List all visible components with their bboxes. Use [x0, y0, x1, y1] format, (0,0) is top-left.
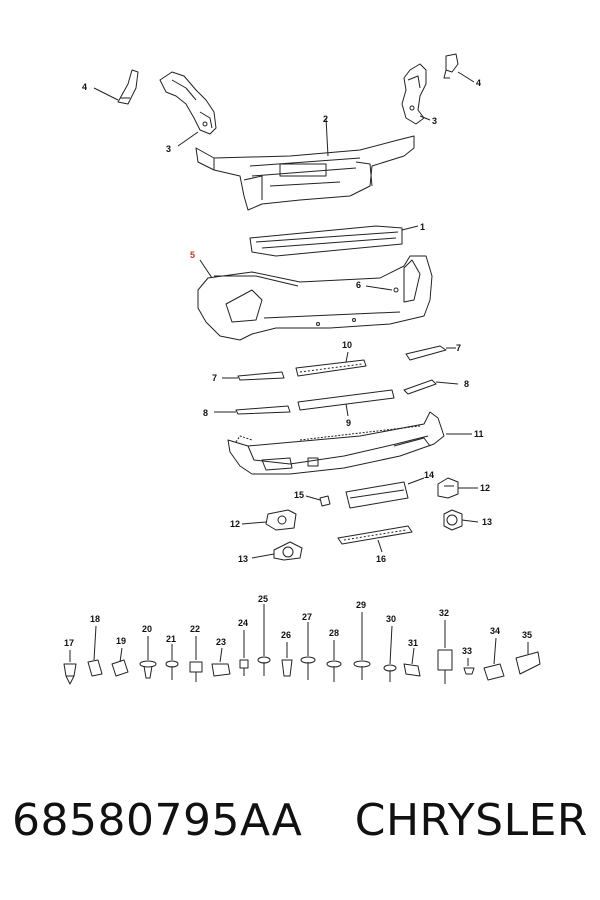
callout-8-right: 8	[464, 379, 469, 389]
callout-13-left: 13	[238, 554, 248, 564]
callout-11: 11	[474, 429, 484, 439]
footer-caption: 68580795AA CHRYSLER	[0, 795, 600, 865]
exploded-parts-diagram: 4 3 2 3 4 1 5 6 10 7 7 8 8 9 11 14 12 15…	[63, 53, 541, 685]
callout-6: 6	[356, 280, 361, 290]
part-11-lower-fascia	[227, 411, 472, 475]
callout-29: 29	[356, 600, 366, 610]
part-16-skid-strip	[337, 525, 413, 553]
callout-26: 26	[281, 630, 291, 640]
callout-3-left: 3	[166, 144, 171, 154]
callout-19: 19	[116, 636, 126, 646]
part-9-center-strip	[297, 389, 395, 417]
fastener-row	[63, 604, 541, 685]
part-2-reinforcement-beam	[195, 117, 415, 211]
callout-32: 32	[439, 608, 449, 618]
part-4-right-bracket	[443, 53, 475, 83]
callout-12-right: 12	[480, 483, 490, 493]
callout-22: 22	[190, 624, 200, 634]
callout-9: 9	[346, 418, 351, 428]
callout-12-left: 12	[230, 519, 240, 529]
part-number: 68580795AA	[12, 795, 303, 846]
callout-20: 20	[142, 624, 152, 634]
callout-14: 14	[424, 470, 434, 480]
callout-21: 21	[166, 634, 176, 644]
callout-15: 15	[294, 490, 304, 500]
part-1-absorber-bar	[249, 225, 419, 257]
part-14-panel	[345, 477, 425, 509]
part-12-right-bracket	[437, 477, 478, 499]
part-12-left-bracket	[241, 509, 297, 531]
callout-8-left: 8	[203, 408, 208, 418]
callout-34: 34	[490, 626, 500, 636]
part-13-left-sensor	[251, 541, 303, 561]
callout-16: 16	[376, 554, 386, 564]
callout-33: 33	[462, 646, 472, 656]
callout-35: 35	[522, 630, 532, 640]
callout-23: 23	[216, 637, 226, 647]
callout-5: 5	[190, 250, 195, 260]
part-7-left-trim	[222, 371, 285, 381]
part-3-left-bracket	[159, 71, 217, 147]
callout-2: 2	[323, 114, 328, 124]
callout-30: 30	[386, 614, 396, 624]
part-15-clip	[305, 495, 331, 507]
callout-4-right: 4	[476, 78, 481, 88]
callout-18: 18	[90, 614, 100, 624]
callout-4-left: 4	[82, 82, 87, 92]
part-5-upper-fascia	[197, 255, 433, 341]
callout-24: 24	[238, 618, 248, 628]
callout-25: 25	[258, 594, 268, 604]
callout-31: 31	[408, 638, 418, 648]
callout-7-left: 7	[212, 373, 217, 383]
brand-name: CHRYSLER	[354, 795, 588, 846]
callout-3-right: 3	[432, 116, 437, 126]
callout-1: 1	[420, 222, 425, 232]
part-4-left-bracket	[93, 69, 139, 105]
callout-7-right: 7	[456, 343, 461, 353]
callout-27: 27	[302, 612, 312, 622]
callout-17: 17	[64, 638, 74, 648]
callout-10: 10	[342, 340, 352, 350]
callout-13-right: 13	[482, 517, 492, 527]
part-3-right-bracket	[401, 63, 431, 125]
part-8-left-trim	[214, 405, 291, 415]
part-7-right-trim	[405, 345, 456, 361]
part-10-molding	[295, 351, 367, 377]
part-13-right-sensor	[443, 509, 479, 531]
part-8-right-trim	[403, 379, 459, 395]
callout-28: 28	[329, 628, 339, 638]
